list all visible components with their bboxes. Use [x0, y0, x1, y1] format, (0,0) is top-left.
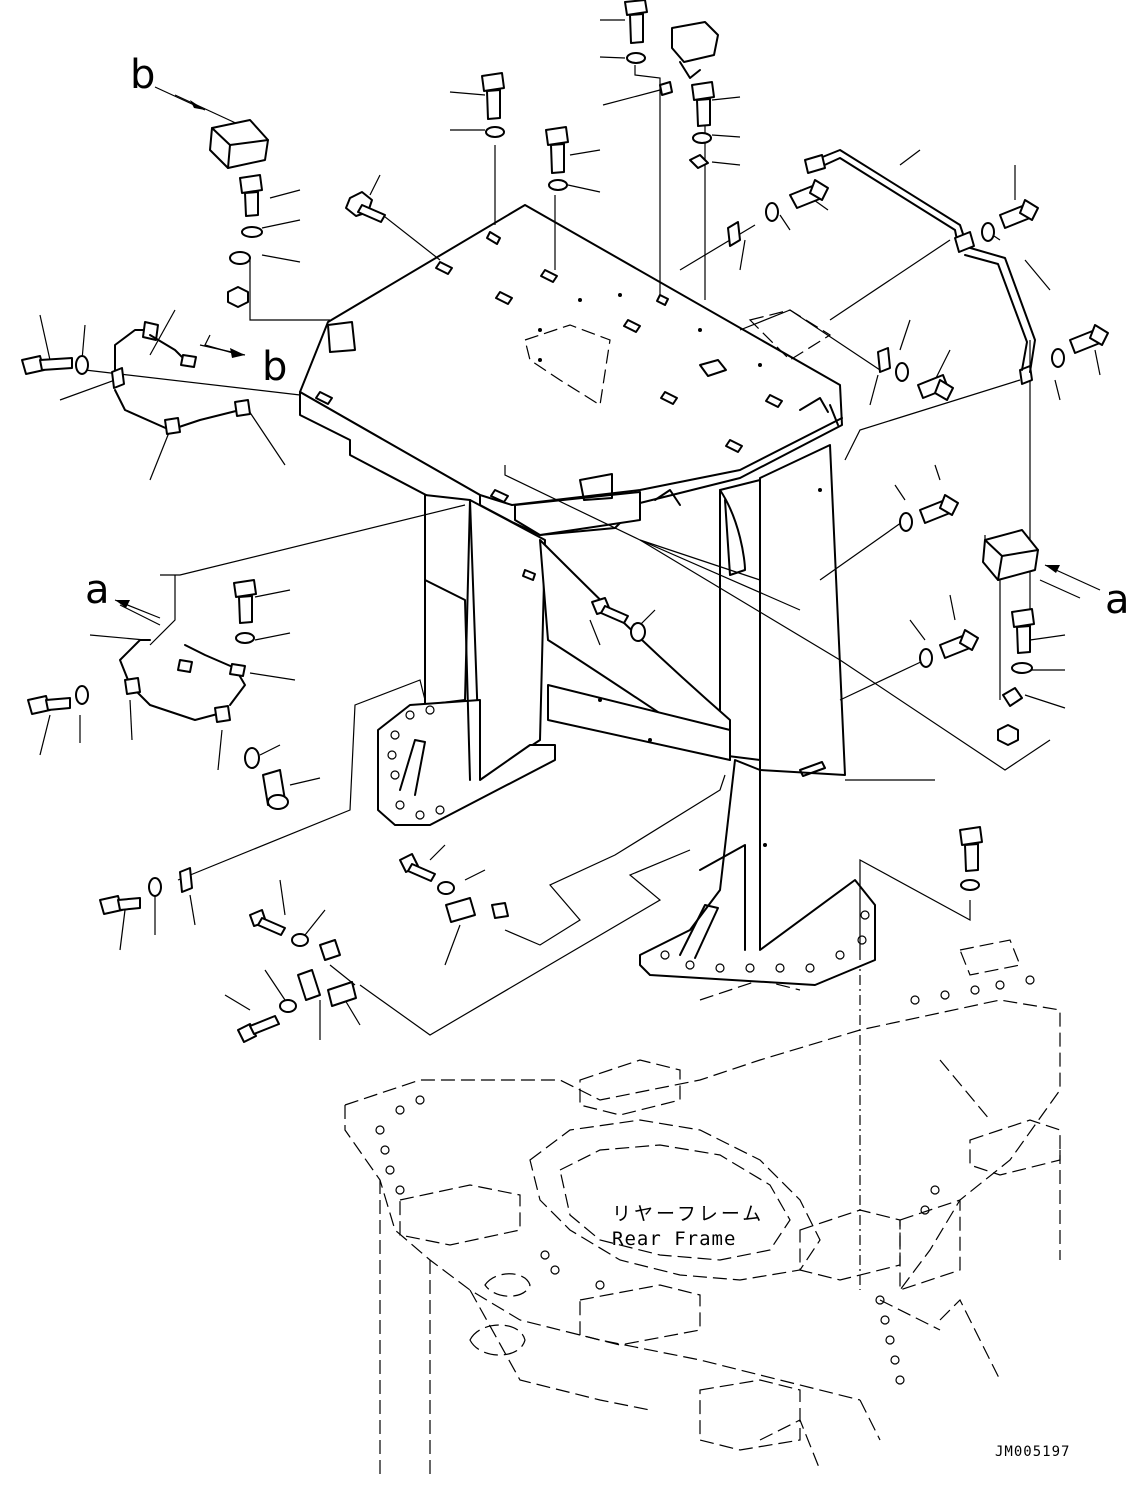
rear-frame-label-en: Rear Frame: [612, 1228, 737, 1250]
view-label-b-side: b: [262, 344, 288, 390]
drawing-code: JM005197: [995, 1444, 1071, 1460]
view-label-b-top: b: [130, 52, 156, 98]
view-label-a-left: a: [85, 567, 110, 613]
rear-frame-holes: [375, 975, 1035, 1385]
leader-lines: [39, 19, 1101, 1040]
top-plate-brackets: [315, 231, 783, 581]
fasteners: [21, 0, 1109, 1043]
frame-holes: [387, 293, 870, 973]
view-label-a-right: a: [1105, 577, 1130, 623]
top-dashed-outline: [524, 309, 832, 406]
rear-frame-label-jp: リヤーフレーム: [612, 1203, 765, 1225]
view-arrows: [114, 86, 1101, 619]
